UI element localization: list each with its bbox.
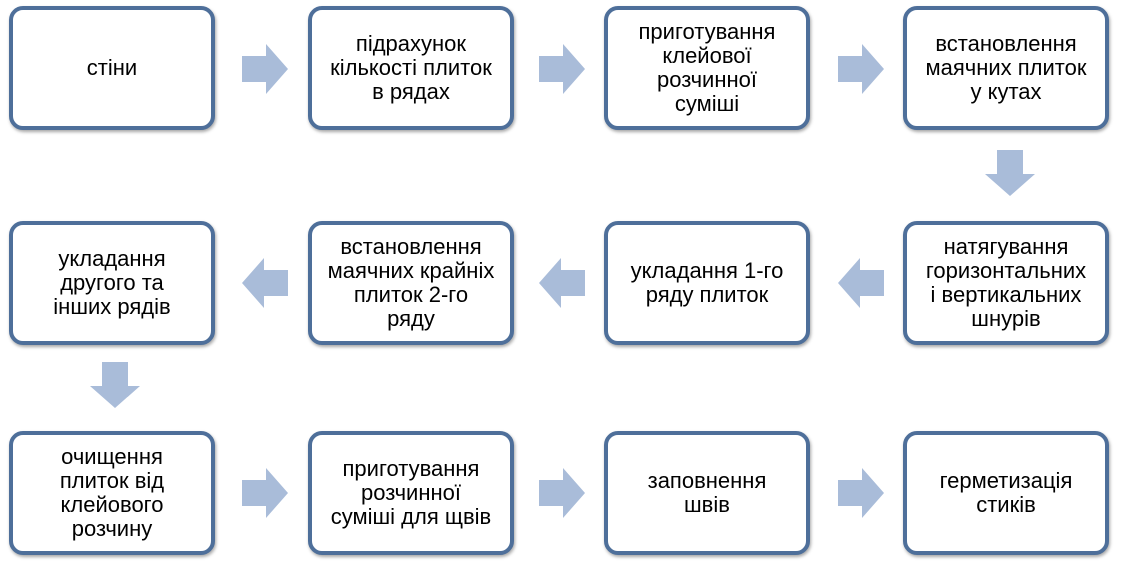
step-tension-cords: натягування горизонтальних і вертикальни… <box>903 221 1109 345</box>
arrow-right-icon <box>838 44 884 94</box>
step-prepare-grout: приготування розчинної суміші для щвів <box>308 431 514 555</box>
arrow-left-icon <box>539 258 585 308</box>
step-seal-joints: герметизація стиків <box>903 431 1109 555</box>
step-label: натягування горизонтальних і вертикальни… <box>925 234 1087 331</box>
step-lay-first-row: укладання 1-го ряду плиток <box>604 221 810 345</box>
arrow-down-icon <box>985 150 1035 196</box>
step-count-tiles: підрахунок кількості плиток в рядах <box>308 6 514 130</box>
arrow-left-icon <box>838 258 884 308</box>
step-prepare-adhesive: приготування клейової розчинної суміші <box>604 6 810 130</box>
arrow-right-icon <box>838 468 884 518</box>
arrow-down-icon <box>90 362 140 408</box>
step-label: заповнення швів <box>647 468 767 517</box>
step-label: укладання другого та інших рядів <box>53 246 171 319</box>
step-label: приготування розчинної суміші для щвів <box>330 456 492 529</box>
step-fill-joints: заповнення швів <box>604 431 810 555</box>
arrow-left-icon <box>242 258 288 308</box>
step-label: стіни <box>86 55 138 80</box>
arrow-right-icon <box>242 44 288 94</box>
step-label: очищення плиток від клейового розчину <box>59 444 165 541</box>
step-edge-beacon-tiles: встановлення маячних крайніх плиток 2-го… <box>308 221 514 345</box>
step-label: встановлення маячних крайніх плиток 2-го… <box>327 234 495 331</box>
step-label: укладання 1-го ряду плиток <box>630 258 784 307</box>
step-clean-tiles: очищення плиток від клейового розчину <box>9 431 215 555</box>
step-lay-other-rows: укладання другого та інших рядів <box>9 221 215 345</box>
step-label: встановлення маячних плиток у кутах <box>925 31 1087 104</box>
step-label: герметизація стиків <box>939 468 1073 517</box>
step-walls: стіни <box>9 6 215 130</box>
arrow-right-icon <box>242 468 288 518</box>
arrow-right-icon <box>539 44 585 94</box>
step-label: підрахунок кількості плиток в рядах <box>330 31 492 104</box>
step-label: приготування клейової розчинної суміші <box>638 19 776 116</box>
step-corner-beacon-tiles: встановлення маячних плиток у кутах <box>903 6 1109 130</box>
arrow-right-icon <box>539 468 585 518</box>
